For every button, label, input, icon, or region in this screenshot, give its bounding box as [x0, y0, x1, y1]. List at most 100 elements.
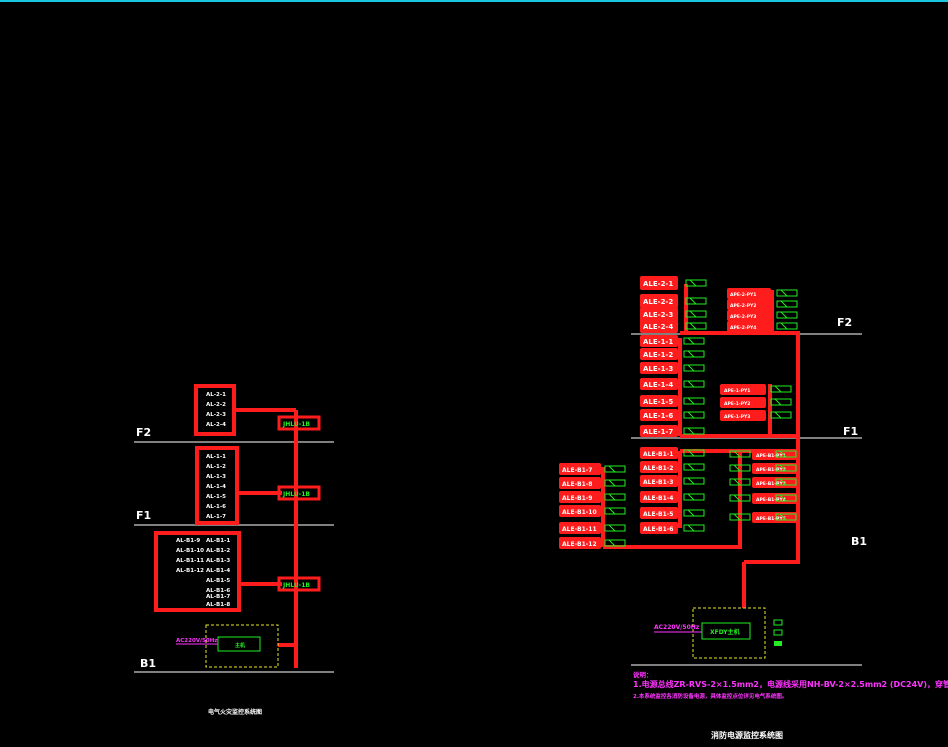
sensor-icon-mark [687, 364, 695, 372]
panel-label: APE-2-PY4 [730, 325, 756, 331]
sensor-icon-mark [687, 493, 695, 501]
sensor-icon-mark [608, 479, 616, 487]
panel-label: ALE-B1-8 [562, 481, 592, 488]
sensor-icon-mark [733, 478, 741, 486]
sensor-icon [683, 463, 705, 471]
sensor-icon-mark [608, 465, 616, 473]
floor-label-b1: B1 [140, 657, 156, 670]
note-line-2: 2.本系统监控各消防设备电源，具体监控点位详见电气系统图。 [633, 692, 787, 700]
sensor-icon-mark [780, 311, 788, 319]
panel-label: ALE-B1-3 [643, 479, 673, 486]
sensor-icon [683, 350, 705, 358]
panel-box [640, 395, 678, 407]
panel-label: AL-1-7 [206, 514, 226, 520]
panel-label: AL-B1-3 [206, 558, 230, 564]
panel-label: ALE-1-2 [643, 351, 673, 359]
sensor-icon-mark [779, 513, 787, 521]
sensor-icon-mark [774, 411, 782, 419]
sensor-icon [770, 385, 792, 393]
sensor-icon [685, 297, 707, 305]
panel-box [640, 491, 678, 503]
sensor-icon-mark [733, 494, 741, 502]
sensor-icon [604, 507, 626, 515]
panel-label: ALE-B1-1 [643, 451, 673, 458]
panel-box [640, 319, 678, 333]
panel-label: AL-B1-5 [206, 578, 230, 584]
panel-label: AL-B1-2 [206, 548, 230, 554]
panel-box [727, 310, 771, 321]
panel-label: APE-B1-PY2 [756, 467, 786, 473]
panel-label: ALE-2-2 [643, 298, 673, 306]
floor-label-f1: F1 [843, 425, 858, 438]
sensor-icon-mark [687, 449, 695, 457]
sensor-icon [685, 310, 707, 318]
sensor-icon [683, 427, 705, 435]
notes-heading: 说明： [633, 670, 653, 679]
sensor-icon-mark [608, 539, 616, 547]
panel-label: ALE-1-5 [643, 398, 673, 406]
sensor-glyphs [604, 279, 798, 547]
diagram-title-right: 消防电源监控系统图 [711, 730, 783, 740]
panel-box [559, 522, 601, 534]
indicator [773, 619, 783, 626]
panel-label: APE-1-PY3 [724, 414, 750, 420]
panel-box [559, 491, 601, 503]
detector-label: JHLU-1B [282, 421, 310, 428]
sensor-icon-mark [687, 411, 695, 419]
panel-label: AL-B1-11 [176, 558, 204, 564]
sensor-icon [683, 364, 705, 372]
panel-label: AL-B1-12 [176, 568, 204, 574]
sensor-icon-mark [779, 494, 787, 502]
panel-box [727, 288, 771, 299]
sensor-icon-mark [780, 300, 788, 308]
host-label: XFDY主机 [710, 628, 740, 636]
right-diagram: F2 F1 B1 [559, 276, 948, 740]
panel-box [640, 276, 678, 290]
sensor-icon-mark [779, 478, 787, 486]
sensor-icon-mark [780, 322, 788, 330]
panel-label: APE-1-PY1 [724, 388, 750, 394]
sensor-icon [683, 509, 705, 517]
panel-box [559, 463, 601, 475]
panel-box [727, 299, 771, 310]
left-diagram: F2 F1 B1 AL-2-1 AL-2-2 AL-2-3 AL-2-4 AL-… [134, 384, 334, 716]
note-line-1: 1.电源总线ZR-RVS-2×1.5mm2，电源线采用NH-BV-2×2.5mm… [633, 679, 948, 689]
detector-b1 [277, 576, 321, 592]
panel-label: ALE-B1-4 [643, 495, 673, 502]
sensor-icon-mark [733, 464, 741, 472]
indicator [774, 641, 782, 646]
panel-label: AL-B1-10 [176, 548, 204, 554]
sensor-icon [683, 477, 705, 485]
panel-label: AL-2-3 [206, 412, 226, 418]
panel-label: APE-B1-PY1 [756, 453, 786, 459]
panel-box [559, 537, 601, 549]
sensor-icon [776, 311, 798, 319]
panel-box [640, 409, 678, 421]
sensor-icon [685, 322, 707, 330]
panel-label: APE-2-PY2 [730, 303, 756, 309]
panel-box [640, 362, 678, 374]
panel-label: AL-1-3 [206, 474, 226, 480]
detector-f1 [277, 485, 321, 501]
sensor-icon-mark [774, 398, 782, 406]
sensor-icon-mark [689, 310, 697, 318]
sensor-icon-mark [689, 279, 697, 287]
diagram-title-left: 电气火灾监控系统图 [208, 708, 262, 716]
panel-label: ALE-2-1 [643, 280, 673, 288]
sensor-icon [776, 289, 798, 297]
panel-box [640, 475, 678, 487]
sensor-icon [776, 322, 798, 330]
sensor-icon-mark [687, 463, 695, 471]
sensor-icon-mark [779, 450, 787, 458]
sensor-icon [683, 493, 705, 501]
panel-box [640, 335, 678, 347]
power-label: AC220V/50Hz [654, 624, 700, 631]
panel-group-f1 [195, 446, 239, 525]
panel-box [727, 321, 771, 332]
panel-label: AL-B1-9 [176, 538, 200, 544]
panel-box [640, 447, 678, 459]
sensor-icon-mark [687, 509, 695, 517]
panel-label: ALE-1-6 [643, 412, 673, 420]
panel-box [640, 307, 678, 321]
sensor-icon-mark [687, 427, 695, 435]
